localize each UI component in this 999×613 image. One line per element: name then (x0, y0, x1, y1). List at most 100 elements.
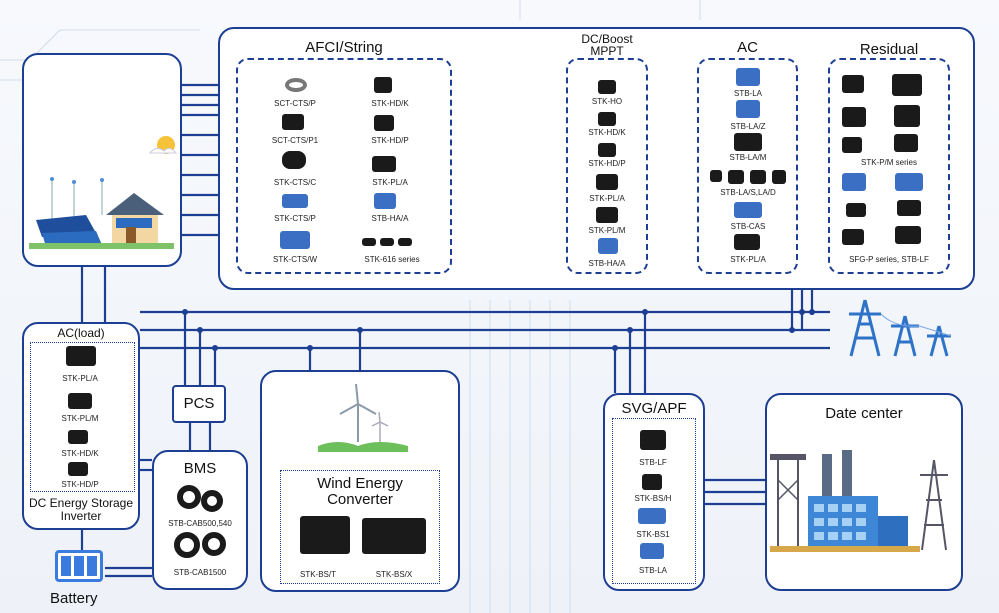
dcboost-item: STK-PL/M (588, 226, 626, 235)
stk-cts-p-icon (282, 194, 308, 208)
bms-title: BMS (183, 460, 217, 477)
solar-house-panel (22, 53, 182, 267)
bms-panel (152, 450, 248, 590)
acload-item: STK-HD/P (61, 480, 99, 489)
stb-la-icon (640, 543, 664, 559)
svg-apf-title: SVG/APF (621, 400, 687, 417)
stk-hd-k-icon (598, 112, 616, 126)
afci-string-box (236, 58, 452, 274)
stk-bs-x-icon (362, 518, 426, 554)
afci-item: STK-CTS/C (273, 178, 317, 187)
residual-sensor-icon (894, 134, 918, 152)
stb-la-s-icon-1 (710, 170, 722, 182)
residual-sensor-icon (895, 226, 921, 244)
stb-cas-icon (734, 202, 762, 218)
stb-cab1500-icon (174, 532, 200, 558)
factory-illustration (770, 450, 948, 552)
pcs-box (172, 385, 226, 423)
residual-sensor-icon (846, 203, 866, 217)
residual-item: SFG-P series, STB-LF (849, 255, 929, 264)
stk-pl-a-icon (596, 174, 618, 190)
dcboost-item: STK-HD/K (588, 128, 626, 137)
afci-item: STK-HD/P (371, 136, 409, 145)
power-pylon-icon (849, 299, 952, 357)
residual-sensor-icon (895, 173, 923, 191)
stb-la-m-icon (734, 133, 762, 151)
ac-item: STK-PL/A (730, 255, 766, 264)
solar-house-illustration (29, 136, 178, 249)
stk-hd-p-icon (68, 462, 88, 476)
stk-hd-p-icon (598, 143, 616, 157)
inverter-title: DC Energy Storage Inverter (28, 496, 134, 523)
stk-cts-w-icon (280, 231, 310, 249)
afci-item: STK-HD/K (371, 99, 409, 108)
afci-item: SCT-CTS/P1 (271, 136, 319, 145)
ac-item: STB-CAS (730, 222, 766, 231)
stk-pl-m-icon (68, 393, 92, 409)
stb-lf-icon (640, 430, 666, 450)
stk-hd-k-icon (374, 77, 392, 93)
stk-616-icon-1 (362, 238, 376, 246)
wind-title: Wind Energy Converter (317, 475, 403, 508)
acload-item: STK-HD/K (61, 449, 99, 458)
stk-616-icon-3 (398, 238, 412, 246)
sct-cts-p-icon (285, 78, 307, 92)
stb-la-d-icon-1 (750, 170, 766, 184)
residual-sensor-icon (842, 107, 866, 127)
dcboost-item: STK-PL/A (589, 194, 625, 203)
afci-item: STK-616 series (364, 255, 420, 264)
stk-bs-h-icon (642, 474, 662, 490)
acload-item: STK-PL/M (61, 414, 99, 423)
dcboost-item: STK-HO (591, 97, 623, 106)
svgapf-item: STK-BS1 (636, 530, 670, 539)
stb-cab500-icon (177, 485, 201, 509)
wind-item: STK-BS/X (375, 570, 413, 579)
stb-ha-a-icon (598, 238, 618, 254)
stb-la-d-icon-2 (772, 170, 786, 184)
residual-sensor-icon (842, 75, 864, 93)
residual-sensor-icon (842, 173, 866, 191)
stk-hd-k-icon (68, 430, 88, 444)
stk-bs-t-icon (300, 516, 350, 554)
battery-title: Battery (50, 590, 98, 607)
svgapf-item: STB-LA (638, 566, 668, 575)
stb-ha-a-icon (374, 193, 396, 209)
acload-item: STK-PL/A (62, 374, 98, 383)
bms-item: STB-CAB500,540 (168, 519, 232, 528)
wind-turbine-illustration (318, 383, 408, 452)
ac-item: STB-LA (733, 89, 763, 98)
stk-hd-p-icon (374, 115, 394, 131)
stk-616-icon-2 (380, 238, 394, 246)
wind-item: STK-BS/T (299, 570, 337, 579)
svgapf-item: STK-BS/H (634, 494, 672, 503)
afci-item: STB-HA/A (371, 214, 409, 223)
stk-pl-a-icon (372, 156, 396, 172)
afci-item: STK-PL/A (372, 178, 408, 187)
svgapf-item: STB-LF (639, 458, 667, 467)
stk-pl-a-icon (66, 346, 96, 366)
stk-pl-a-icon (734, 234, 760, 250)
bms-item: STB-CAB1500 (173, 568, 227, 577)
ac-item: STB-LA/Z (730, 122, 766, 131)
stk-cts-c-icon (282, 151, 306, 169)
stb-la-icon (736, 68, 760, 86)
afci-item: SCT-CTS/P (274, 99, 316, 108)
stk-bs1-icon (638, 508, 666, 524)
dcboost-title: DC/Boost MPPT (581, 32, 633, 58)
stb-cab540-icon (201, 490, 223, 512)
ac-title: AC (737, 39, 758, 56)
pcs-title: PCS (183, 395, 215, 412)
stb-cab1500-icon (202, 532, 226, 556)
dcboost-item: STB-HA/A (588, 259, 626, 268)
residual-sensor-icon (842, 137, 862, 153)
residual-sensor-icon (897, 200, 921, 216)
residual-sensor-icon (892, 74, 922, 96)
afci-item: STK-CTS/P (274, 214, 316, 223)
acload-title: AC(load) (57, 326, 105, 340)
residual-sensor-icon (842, 229, 864, 245)
ac-item: STB-LA/M (729, 153, 767, 162)
dcboost-item: STK-HD/P (588, 159, 626, 168)
residual-title: Residual (859, 41, 919, 58)
